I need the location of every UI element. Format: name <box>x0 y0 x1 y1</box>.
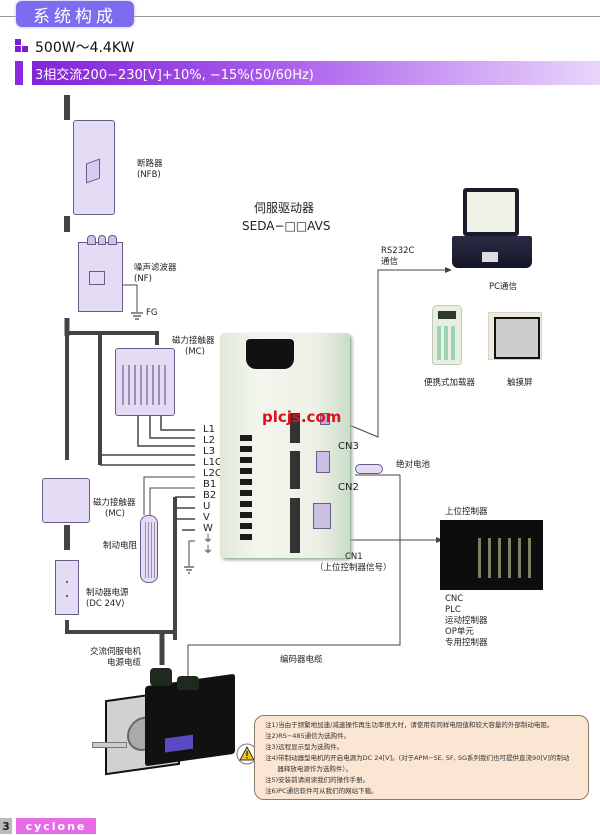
host-type: PLC <box>445 605 461 615</box>
brake-power-label: 制动器电源 <box>86 588 129 598</box>
brake-resistor <box>140 515 158 583</box>
host-type: CNC <box>445 594 464 604</box>
touch-screen-label: 触摸屏 <box>507 378 533 388</box>
motor-cable-label: 交流伺服电机 <box>90 647 142 657</box>
watermark: plcjs.com <box>262 408 342 426</box>
terminal-label: L1 <box>203 424 215 435</box>
power-range: 500W～4.4KW <box>35 40 135 56</box>
mc-bottom-code: (MC) <box>105 509 125 519</box>
power-wire <box>67 331 159 345</box>
cn3-label: CN3 <box>338 441 359 452</box>
voltage-spec: 3相交流200−230[V]+10%, −15%(50/60Hz) <box>32 61 600 85</box>
cn1-port <box>290 498 300 553</box>
pc-label: PC通信 <box>489 282 518 292</box>
driver-title: 伺服驱动器 <box>254 201 315 215</box>
terminal-label: L2C <box>203 468 222 479</box>
page-number: 3 <box>0 818 12 834</box>
note-item: 器释放电源作为选购件）。 <box>265 765 353 773</box>
encoder-cable-label: 编码器电缆 <box>280 655 323 665</box>
portable-loader <box>432 305 462 365</box>
terminal-label: W <box>203 523 213 534</box>
terminal-label: B2 <box>203 490 217 501</box>
rs232-connector <box>320 413 330 425</box>
brake-resistor-label: 制动电阻 <box>103 541 138 551</box>
host-type: 专用控制器 <box>445 638 488 648</box>
magnetic-contactor-top <box>115 348 175 416</box>
cn2-port <box>290 451 300 489</box>
section-title: 系统构成 <box>16 1 134 27</box>
power-connector <box>150 668 172 686</box>
motor-shaft <box>92 742 127 748</box>
brake-power-supply <box>55 560 79 615</box>
nfb-code: (NFB) <box>137 170 161 180</box>
mc-top-code: (MC) <box>185 347 205 357</box>
cn3-port <box>290 413 300 443</box>
motor-nameplate <box>165 734 193 753</box>
terminal-label: ⏚ <box>203 545 213 556</box>
laptop-keyboard <box>452 236 532 268</box>
driver-display <box>246 339 294 369</box>
noise-filter-code: (NF) <box>134 274 152 284</box>
noise-filter-label: 噪声滤波器 <box>134 263 177 273</box>
cn2-label: CN2 <box>338 482 359 493</box>
note-item: 注3)远程显示型为选购件。 <box>265 743 344 751</box>
header-rule <box>0 16 600 17</box>
host-type: 运动控制器 <box>445 616 488 626</box>
terminal-label: L2 <box>203 435 215 446</box>
voltage-bar-marker <box>15 61 23 85</box>
terminal-label: L1C <box>203 457 222 468</box>
terminal-list: L1 L2 L3 L1C L2C B1 B2 U V W ⏚ ⏚ <box>203 424 222 556</box>
cn1-connector <box>313 503 331 529</box>
host-controller-label: 上位控制器 <box>445 507 488 517</box>
note-item: 注5)安装前请阅读我们的操作手册。 <box>265 776 370 784</box>
rs232-label: RS232C <box>381 246 415 256</box>
mc-bottom-label: 磁力接触器 <box>93 498 136 508</box>
touch-screen <box>488 312 542 360</box>
brake-power-spec: (DC 24V) <box>86 599 125 609</box>
terminal-label: ⏚ <box>203 534 213 545</box>
nfb-label: 断路器 <box>137 159 163 169</box>
terminal-label: V <box>203 512 210 523</box>
host-controller <box>440 520 543 590</box>
encoder-connector <box>177 676 199 690</box>
mc-top-label: 磁力接触器 <box>172 336 215 346</box>
bullet-squares-icon <box>15 39 29 53</box>
ground-label: FG <box>146 308 158 318</box>
terminal-label: U <box>203 501 211 512</box>
cn1-desc: （上位控制器信号） <box>315 563 392 573</box>
note-item: 注4)带制动器型电机的开启电源为DC 24[V]。(对于APM−SE, SF, … <box>265 754 570 762</box>
driver-model: SEDA−□□AVS <box>242 219 331 233</box>
rs232-comm-label: 通信 <box>381 257 399 267</box>
laptop-pc <box>463 188 519 236</box>
brand-logo: cyclone <box>16 818 96 834</box>
motor-cable-label-2: 电源电缆 <box>107 658 142 668</box>
host-types: CNC PLC 运动控制器 OP单元 专用控制器 <box>445 594 488 649</box>
cn1-label: CN1 <box>345 552 363 562</box>
magnetic-contactor-bottom <box>42 478 90 523</box>
cn2-connector <box>316 451 330 473</box>
absolute-battery <box>355 464 383 474</box>
note-item: 注2)RS−485通信为选购件。 <box>265 732 351 740</box>
driver-terminal-block <box>240 435 252 545</box>
terminal-label: B1 <box>203 479 217 490</box>
servo-driver <box>220 333 350 558</box>
warning-icon <box>236 743 258 765</box>
loader-label: 便携式加载器 <box>424 378 476 388</box>
circuit-breaker <box>73 120 115 215</box>
note-item: 注6)PC通信软件可从我们的网站下载。 <box>265 787 378 795</box>
battery-label: 绝对电池 <box>396 460 431 470</box>
note-item: 注1)当由于频繁地加速/减速操作再生功率很大时，请使用有同样电阻值和较大容量的外… <box>265 721 554 729</box>
terminal-label: L3 <box>203 446 215 457</box>
noise-filter <box>78 235 123 312</box>
host-type: OP单元 <box>445 627 474 637</box>
notes-box: 注1)当由于频繁地加速/减速操作再生功率很大时，请使用有同样电阻值和较大容量的外… <box>254 715 589 800</box>
